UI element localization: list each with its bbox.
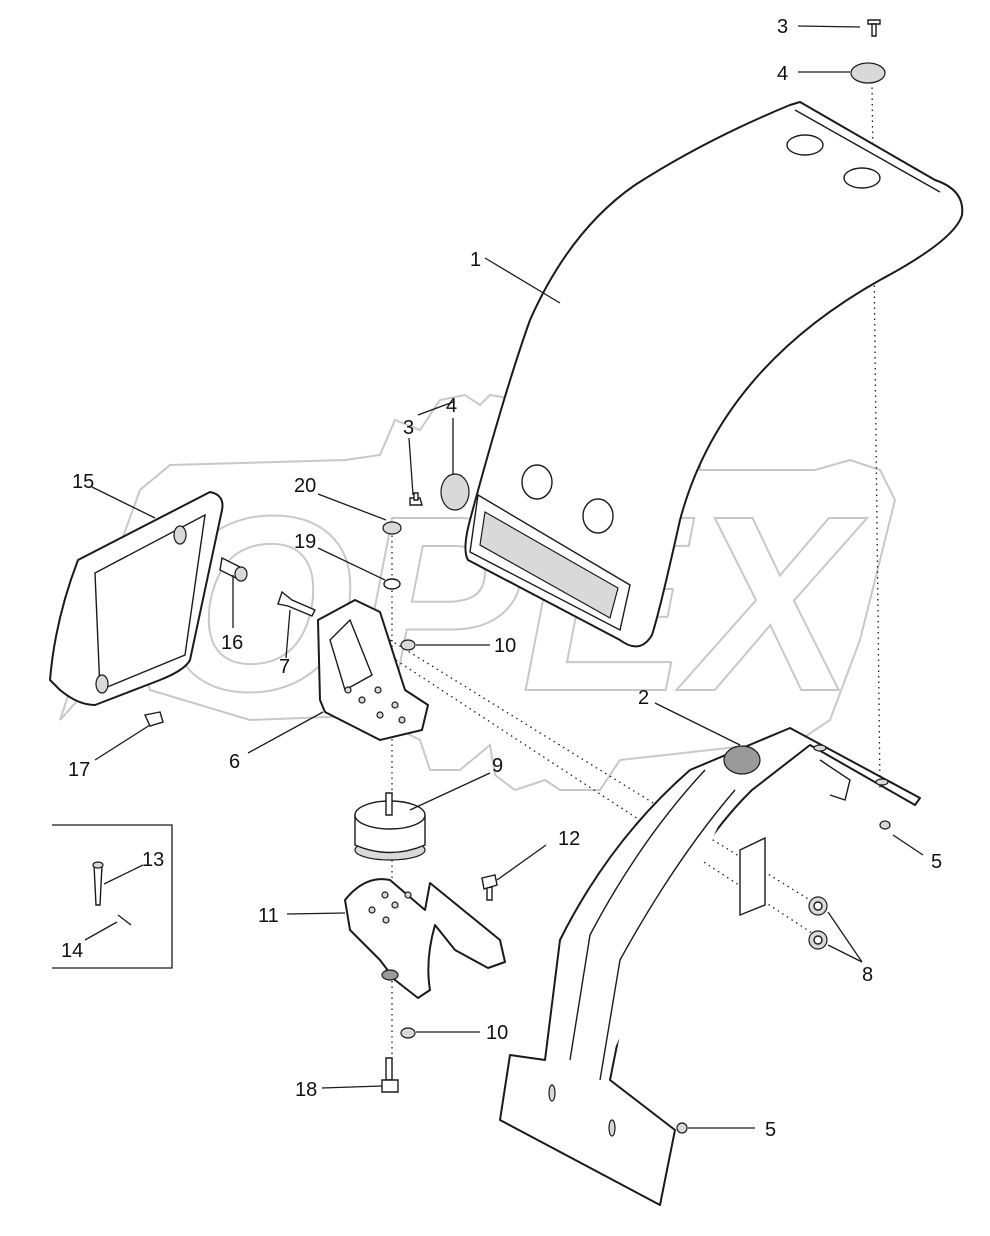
callout-12: 12	[558, 828, 580, 850]
callout-6: 6	[229, 751, 240, 773]
callout-1: 1	[470, 249, 481, 271]
callout-labels: 3 4 1 4 3 15 20 19 16 7 10 2 17 6 9 12 5…	[61, 16, 942, 1141]
callout-2: 2	[638, 687, 649, 709]
watermark-gear-outline	[59, 393, 897, 792]
part-5-top-nut	[879, 820, 891, 830]
part-18-bolt	[381, 1057, 399, 1093]
callout-8: 8	[862, 964, 873, 986]
part-2-fender-bracket	[499, 727, 921, 1206]
part-7-bolt	[277, 590, 316, 617]
part-11-mount-plate	[344, 878, 506, 999]
part-4-mid-cap	[440, 473, 470, 511]
callout-11: 11	[258, 905, 279, 927]
callout-5-bottom: 5	[765, 1119, 776, 1141]
part-6-step-bracket	[317, 599, 429, 741]
callout-20: 20	[294, 475, 316, 497]
callout-4-top: 4	[777, 63, 788, 85]
part-19-washer	[383, 578, 401, 590]
callout-10-bottom: 10	[486, 1022, 508, 1044]
callout-17: 17	[68, 759, 90, 781]
callout-9: 9	[492, 755, 503, 777]
part-17-bolt	[143, 711, 164, 727]
part-16-spacer-bolt	[219, 556, 248, 582]
part-13-pin	[92, 861, 104, 906]
part-10-bottom-nut	[400, 1027, 416, 1039]
part-14-cotter	[117, 914, 132, 926]
part-1-fender	[464, 101, 964, 648]
callout-3-top: 3	[777, 16, 788, 38]
part-12-bolt	[481, 874, 498, 901]
part-10-top-nut	[400, 639, 416, 651]
part-20-nut	[382, 521, 402, 535]
callout-18: 18	[295, 1079, 317, 1101]
callout-7: 7	[279, 656, 290, 678]
part-3-top-bolt	[867, 19, 881, 37]
callout-5-top: 5	[931, 851, 942, 873]
part-15-side-panel	[49, 491, 224, 706]
callout-16: 16	[221, 632, 243, 654]
part-9-rubber-mount	[354, 792, 426, 861]
callout-10-top: 10	[494, 635, 516, 657]
pin-inset-box	[52, 824, 173, 969]
callout-19: 19	[294, 531, 316, 553]
callout-13: 13	[142, 849, 164, 871]
callout-15: 15	[72, 471, 94, 493]
callout-3-mid: 3	[403, 417, 414, 439]
part-8-flange-nuts	[808, 896, 828, 950]
callout-4-mid: 4	[446, 395, 457, 417]
callout-14: 14	[61, 940, 83, 962]
part-5-bottom-nut	[676, 1122, 688, 1134]
leader-lines	[84, 25, 924, 1129]
part-4-top-cap	[850, 62, 886, 84]
part-3-mid-bolt	[409, 492, 423, 506]
